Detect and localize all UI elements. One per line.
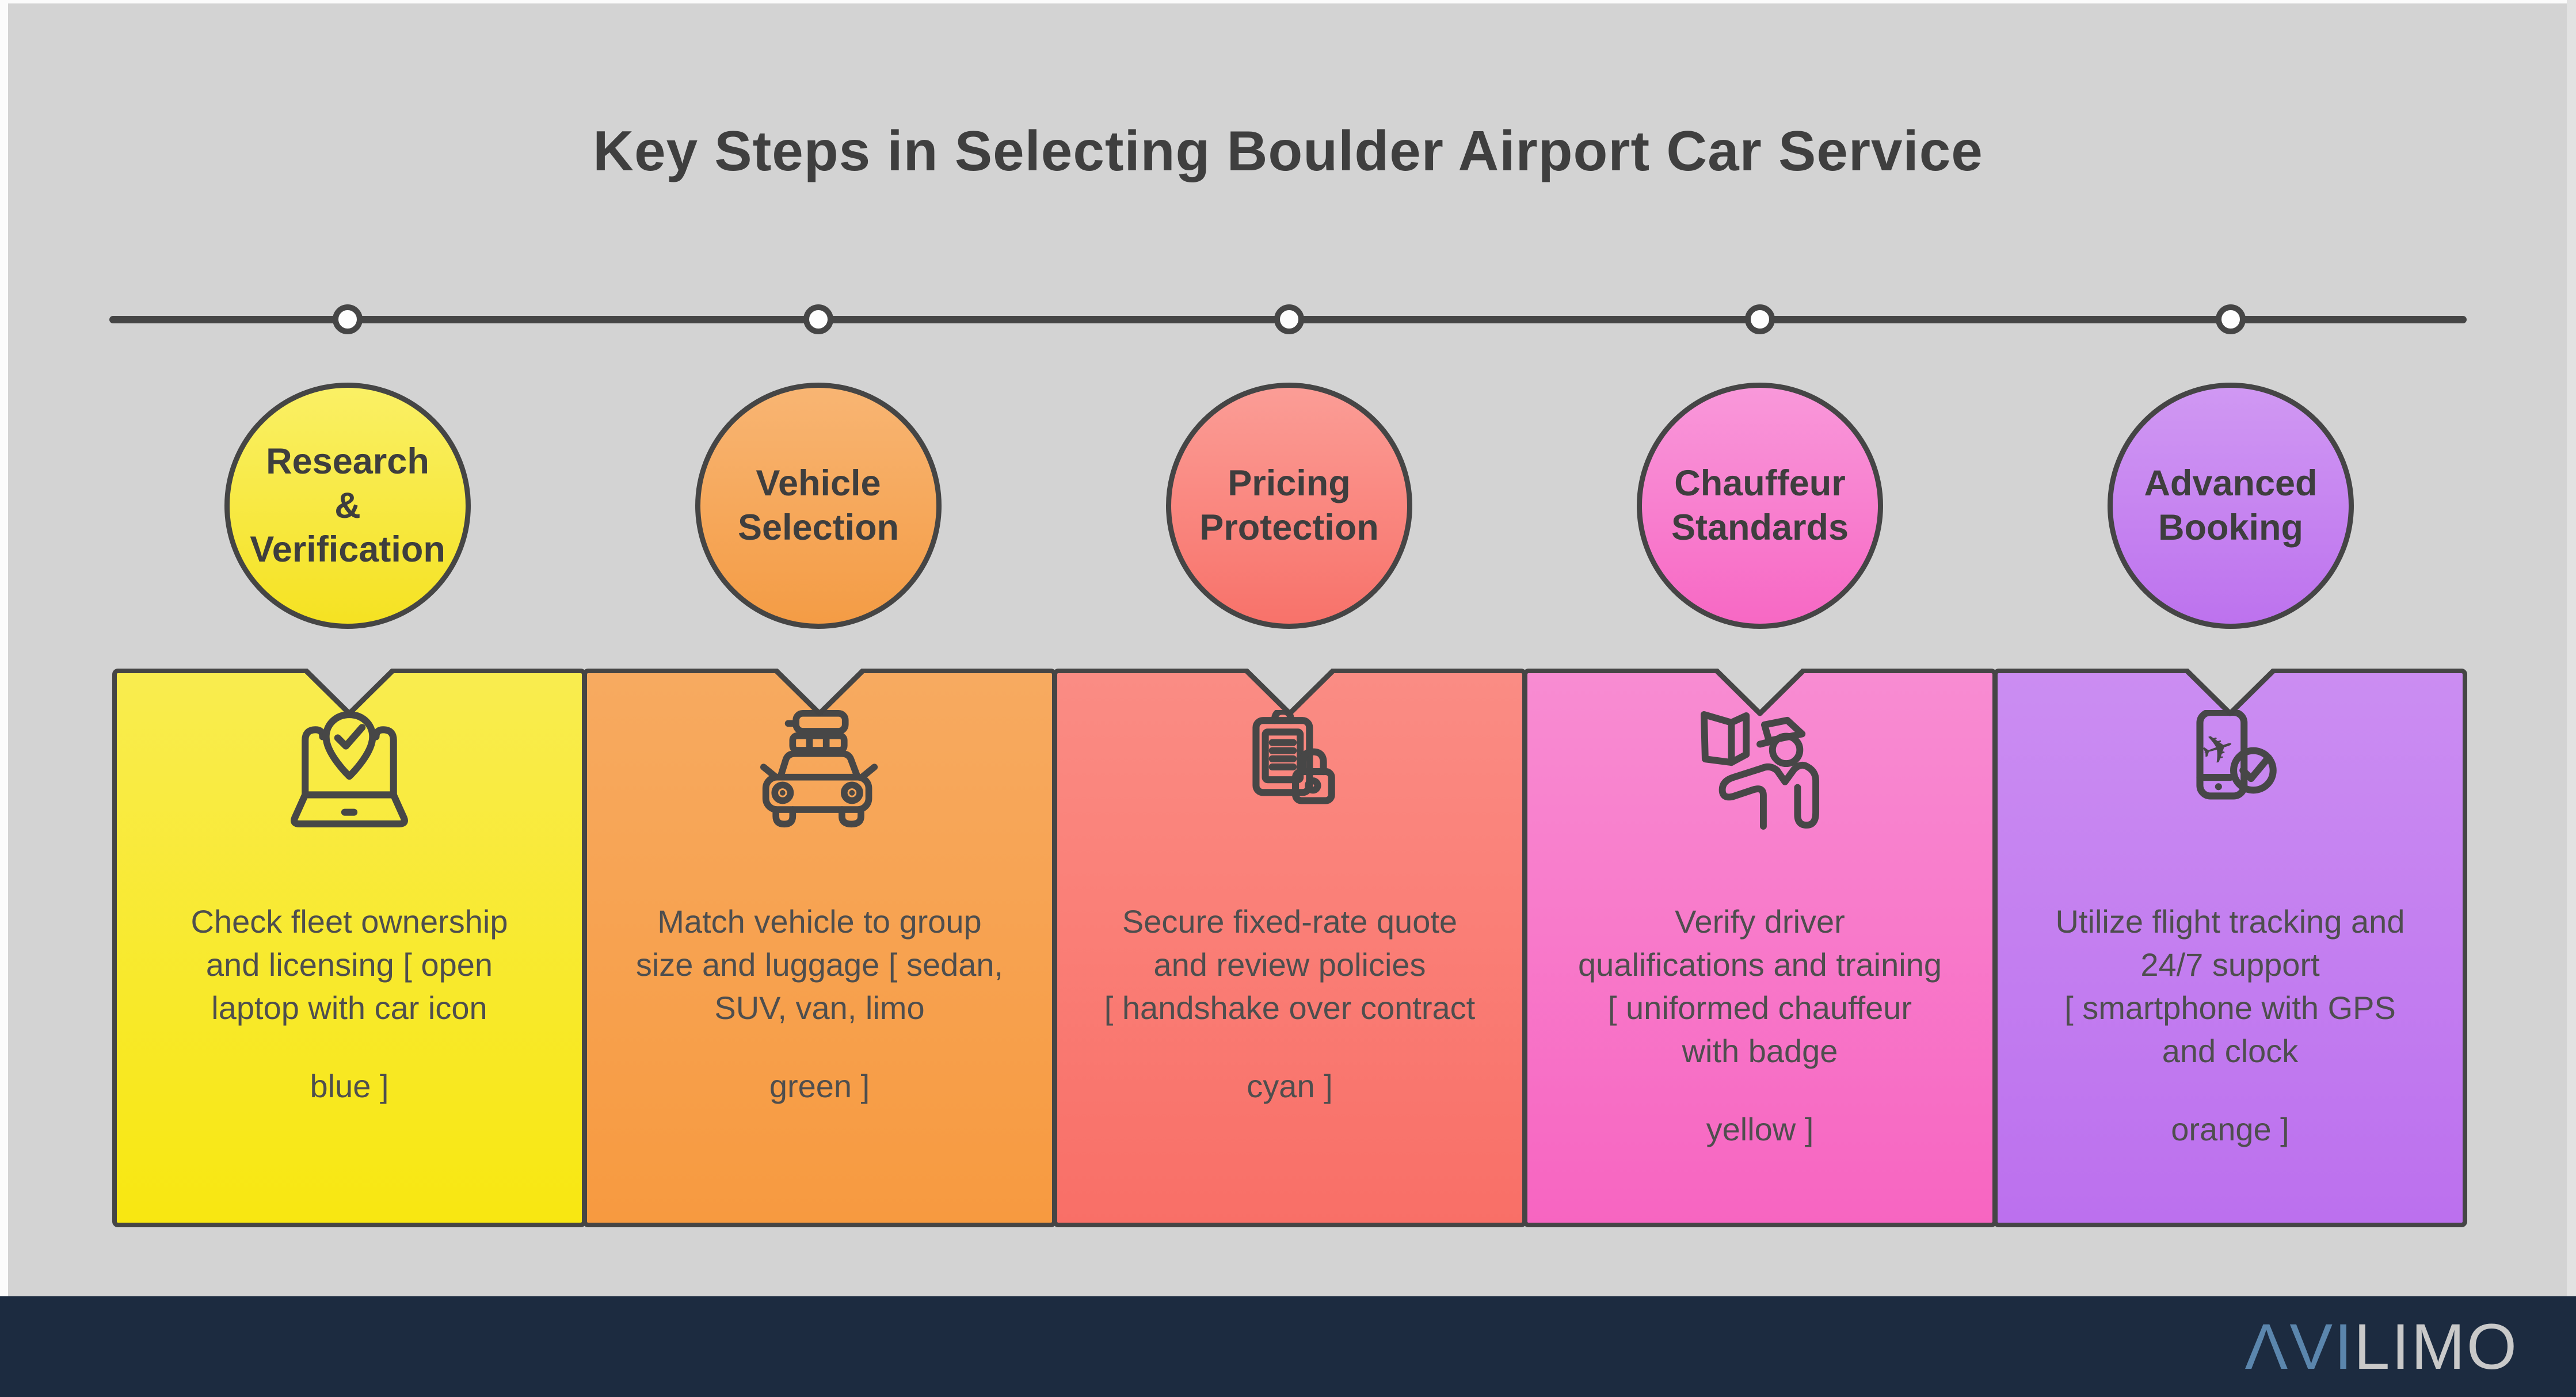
- card-notch: [1242, 669, 1337, 716]
- card-notch: [772, 669, 867, 716]
- card-notch: [302, 669, 397, 716]
- card-color-tag: blue ]: [310, 1068, 389, 1105]
- step-card-vehicle-selection: Match vehicle to group size and luggage …: [582, 669, 1057, 1227]
- card-description: Check fleet ownership and licensing [ op…: [190, 903, 508, 1026]
- step-card-research-verification: Check fleet ownership and licensing [ op…: [112, 669, 586, 1227]
- card-description: Utilize flight tracking and 24/7 support…: [2055, 903, 2405, 1070]
- card-description: Match vehicle to group size and luggage …: [635, 903, 1004, 1026]
- card-color-tag: orange ]: [2171, 1111, 2289, 1148]
- timeline-node-3: [1274, 304, 1304, 334]
- card-description: Secure fixed-rate quote and review polic…: [1104, 903, 1476, 1026]
- page-title: Key Steps in Selecting Boulder Airport C…: [593, 119, 1983, 182]
- timeline-node-4: [1745, 304, 1775, 334]
- footer-bar: ΛVILIMO: [0, 1296, 2576, 1397]
- car-luggage-icon: [759, 710, 880, 831]
- card-color-tag: cyan ]: [1247, 1068, 1333, 1105]
- card-notch: [1712, 669, 1808, 716]
- timeline-node-2: [803, 304, 833, 334]
- timeline-node-5: [2216, 304, 2246, 334]
- step-card-advanced-booking: ✈ Utilize flight tracking and 24/7 suppo…: [1993, 669, 2467, 1227]
- step-card-chauffeur-standards: Verify driver qualifications and trainin…: [1523, 669, 1997, 1227]
- card-notch: [2182, 669, 2278, 716]
- step-circle-vehicle-selection: Vehicle Selection: [695, 383, 942, 629]
- card-color-tag: green ]: [769, 1068, 870, 1105]
- laptop-location-check-icon: [289, 710, 410, 831]
- step-circle-research-verification: Research & Verification: [224, 383, 471, 629]
- brand-logo: ΛVILIMO: [2245, 1310, 2518, 1384]
- timeline-node-1: [333, 304, 363, 334]
- card-color-tag: yellow ]: [1706, 1111, 1814, 1148]
- brand-logo-suffix: LIMO: [2354, 1311, 2518, 1383]
- step-card-pricing-protection: Secure fixed-rate quote and review polic…: [1053, 669, 1527, 1227]
- step-circle-pricing-protection: Pricing Protection: [1166, 383, 1412, 629]
- brand-logo-prefix: ΛVI: [2245, 1311, 2354, 1383]
- right-edge-strip: [2567, 0, 2576, 1296]
- card-description: Verify driver qualifications and trainin…: [1578, 903, 1942, 1070]
- phone-flight-check-icon: ✈: [2170, 708, 2291, 831]
- step-circle-chauffeur-standards: Chauffeur Standards: [1637, 383, 1883, 629]
- step-circle-advanced-booking: Advanced Booking: [2108, 383, 2354, 629]
- chauffeur-badge-icon: [1699, 710, 1820, 831]
- clipboard-lock-icon: [1229, 707, 1350, 831]
